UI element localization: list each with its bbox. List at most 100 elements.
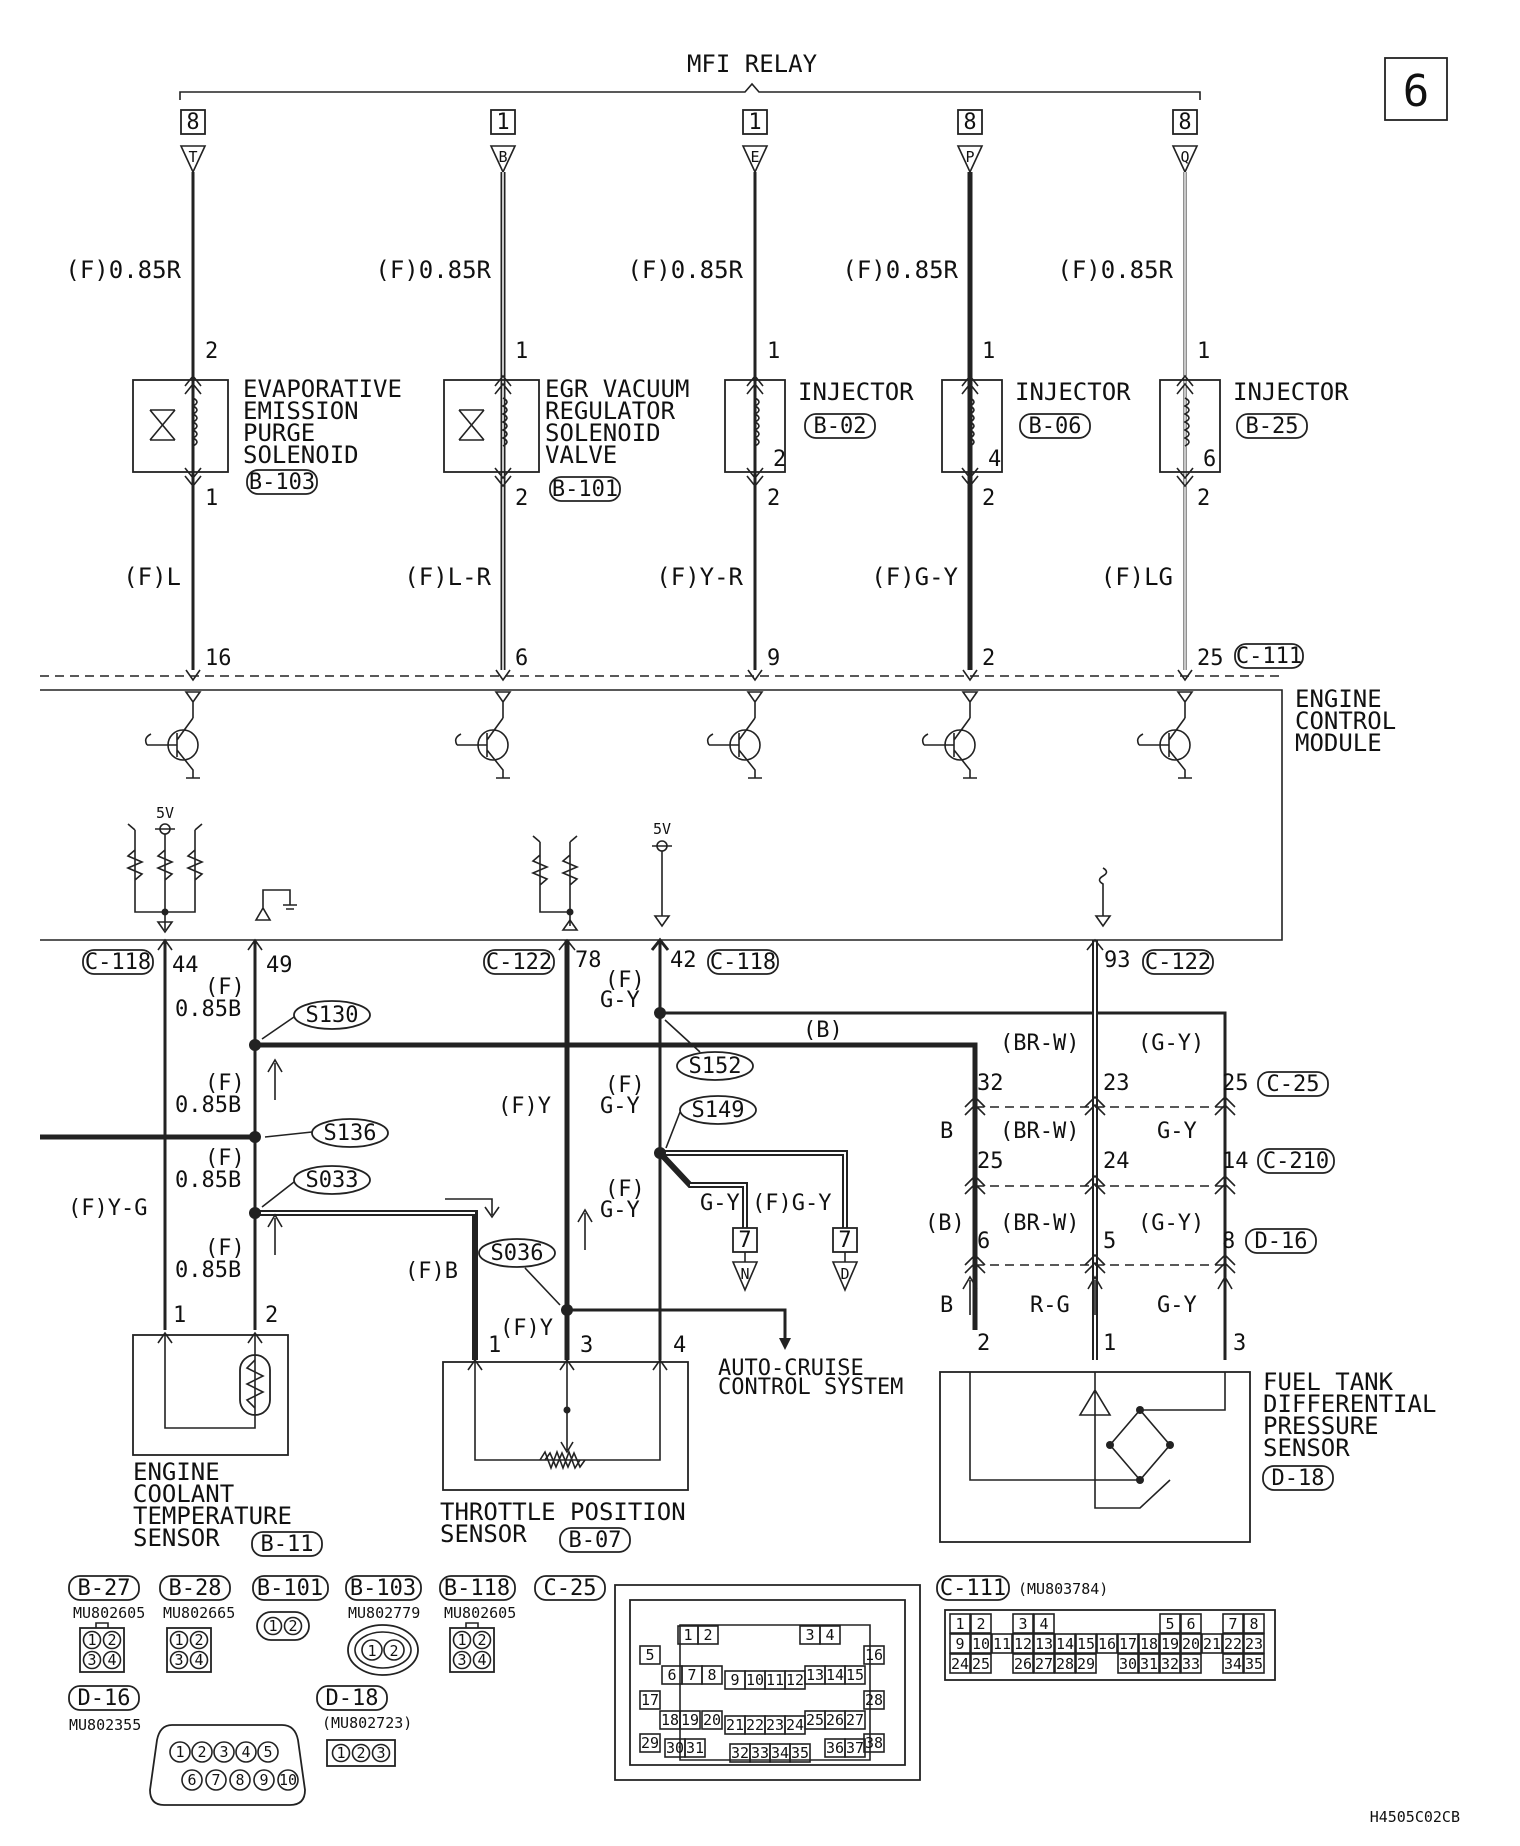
conn-c111-pin: 18 <box>1140 1635 1158 1653</box>
offpage-n-num: 7 <box>738 1228 751 1253</box>
offpage-n-letter: N <box>740 1265 749 1283</box>
component-out-pin: 2 <box>1197 486 1210 511</box>
wire-085b-2: 0.85B <box>175 1093 241 1118</box>
page-number-box <box>1384 57 1448 121</box>
offpage-d-letter: D <box>840 1265 849 1283</box>
component-out-pin: 2 <box>982 486 995 511</box>
conn-c25-pin: 35 <box>791 1744 809 1762</box>
wire-fy-2: (F)Y <box>500 1316 553 1341</box>
wire-brw-2: (BR-W) <box>1000 1119 1079 1144</box>
conn-d16-pin: 3 <box>219 1743 228 1761</box>
pin-42: 42 <box>670 948 697 973</box>
rh-s3: 3 <box>1233 1331 1246 1356</box>
conn-c25-pin: 13 <box>806 1666 824 1684</box>
conn-c25-label: C-25 <box>544 1576 597 1601</box>
conn-d18-pin: 1 <box>336 1744 345 1762</box>
conn-c25-pin: 19 <box>681 1711 699 1729</box>
conn-c25-pin: 5 <box>645 1646 654 1664</box>
wire-gy-1: G-Y <box>600 988 640 1013</box>
relay-wire-label: (F)0.85R <box>627 256 743 284</box>
evap-purge-solenoid: EVAPORATIVE EMISSION PURGE SOLENOID B-10… <box>132 375 402 495</box>
conn-c111-pin: 4 <box>1039 1615 1048 1633</box>
conn-d16-pin: 9 <box>259 1771 268 1789</box>
relay-pin-letter: P <box>965 148 974 166</box>
conn-b28-pn: MU802665 <box>163 1604 235 1622</box>
ecm-internal-sensor-circuits: 5V 5V <box>125 804 1112 934</box>
wire-f-1: (F) <box>205 975 245 1000</box>
ecm-box <box>40 689 1283 941</box>
injector-b02: 2 INJECTOR B-02 <box>724 378 914 473</box>
ect-pin-1: 1 <box>173 1303 186 1328</box>
fuel-tank-pressure-sensor: FUEL TANK DIFFERENTIAL PRESSURE SENSOR D… <box>939 1368 1436 1543</box>
injector-b06-label: INJECTOR <box>1015 378 1131 406</box>
wire-f-5: (F) <box>605 968 645 993</box>
conn-c25-pin: 21 <box>726 1716 744 1734</box>
acc-label-2: CONTROL SYSTEM <box>718 1375 903 1400</box>
conn-c25-pin: 31 <box>686 1739 704 1757</box>
rh-p25: 25 <box>1222 1071 1249 1096</box>
splice-s130: S130 <box>293 1000 371 1030</box>
conn-c111-pin: 33 <box>1182 1655 1200 1673</box>
conn-c25-pin: 14 <box>826 1666 844 1684</box>
conn-c111-pin: 19 <box>1161 1635 1179 1653</box>
coils <box>191 397 1190 447</box>
injector-b06-connector: B-06 <box>1029 414 1082 439</box>
wire-brw-1: (BR-W) <box>1000 1031 1079 1056</box>
wire-gy-4: G-Y <box>1157 1119 1197 1144</box>
conn-b27-drawing-pin: 3 <box>87 1651 96 1669</box>
conn-b101-pin: 1 <box>268 1617 277 1635</box>
egr-vacuum-regulator-valve: EGR VACUUM REGULATOR SOLENOID VALVE B-10… <box>443 375 690 502</box>
conn-c111-pin: 7 <box>1228 1615 1237 1633</box>
conn-c111-pin: 21 <box>1203 1635 1221 1653</box>
wire-f-2: (F) <box>205 1071 245 1096</box>
conn-b118-drawing-pin: 2 <box>477 1631 486 1649</box>
ecm-transistor <box>454 691 512 779</box>
ftdp-label-4: SENSOR <box>1263 1434 1350 1462</box>
conn-b27-drawing-pin: 4 <box>107 1651 116 1669</box>
wire-gy-3: G-Y <box>600 1198 640 1223</box>
conn-c25-pin: 29 <box>641 1734 659 1752</box>
wire-f-7: (F) <box>605 1177 645 1202</box>
mfi-relay-label: MFI RELAY <box>687 50 818 78</box>
component-output-wire: (F)Y-R <box>656 563 743 591</box>
c122-label-a: C-122 <box>486 950 552 975</box>
component-out-pin: 2 <box>515 486 528 511</box>
conn-c25-pin: 36 <box>826 1739 844 1757</box>
wire-brw-3: (BR-W) <box>1000 1211 1079 1236</box>
c122-badge-a <box>483 949 555 975</box>
wire-085b-4: 0.85B <box>175 1258 241 1283</box>
tps-pin-3: 3 <box>580 1333 593 1358</box>
ect-pin-2: 2 <box>265 1303 278 1328</box>
injector-b02-inner-pin: 2 <box>773 447 786 472</box>
evap-label-3: PURGE <box>243 419 315 447</box>
rh-p5: 5 <box>1103 1229 1116 1254</box>
conn-d16-pin: 1 <box>175 1743 184 1761</box>
injector-b02-label: INJECTOR <box>798 378 914 406</box>
relay-pins: 8T(F)0.85R21(F)L161B(F)0.85R12(F)L-R61E(… <box>65 109 1224 682</box>
conn-c25-pin: 6 <box>667 1666 676 1684</box>
egr-label-1: EGR VACUUM <box>545 375 690 403</box>
ect-label-3: TEMPERATURE <box>133 1502 292 1530</box>
rh-p6: 6 <box>977 1229 990 1254</box>
footer-code: H4505C02CB <box>1370 1808 1460 1826</box>
conn-d16-pin: 6 <box>187 1771 196 1789</box>
relay-pin-letter: T <box>188 148 197 166</box>
ecm-pin-number: 16 <box>205 646 232 671</box>
tps-sensor: 1 3 4 THROTTLE POSITION SENSOR B-07 <box>440 1333 689 1553</box>
mfi-relay-bracket <box>179 82 1201 100</box>
lower-wire-labels: (F) 0.85B (F) 0.85B (F) 0.85B (F) 0.85B … <box>68 968 1204 1341</box>
ecm-transistor <box>921 691 979 779</box>
conn-c111-pin: 22 <box>1224 1635 1242 1653</box>
conn-b118-label: B-118 <box>444 1576 510 1601</box>
conn-b27-drawing-pin: 2 <box>107 1631 116 1649</box>
conn-d16-pin: 10 <box>279 1771 297 1789</box>
wire-f-3: (F) <box>205 1146 245 1171</box>
conn-b118-drawing-pin: 3 <box>457 1651 466 1669</box>
conn-c111-pin: 34 <box>1224 1655 1242 1673</box>
conn-b103-pn: MU802779 <box>348 1604 420 1622</box>
splice-s149: S149 <box>679 1095 757 1125</box>
